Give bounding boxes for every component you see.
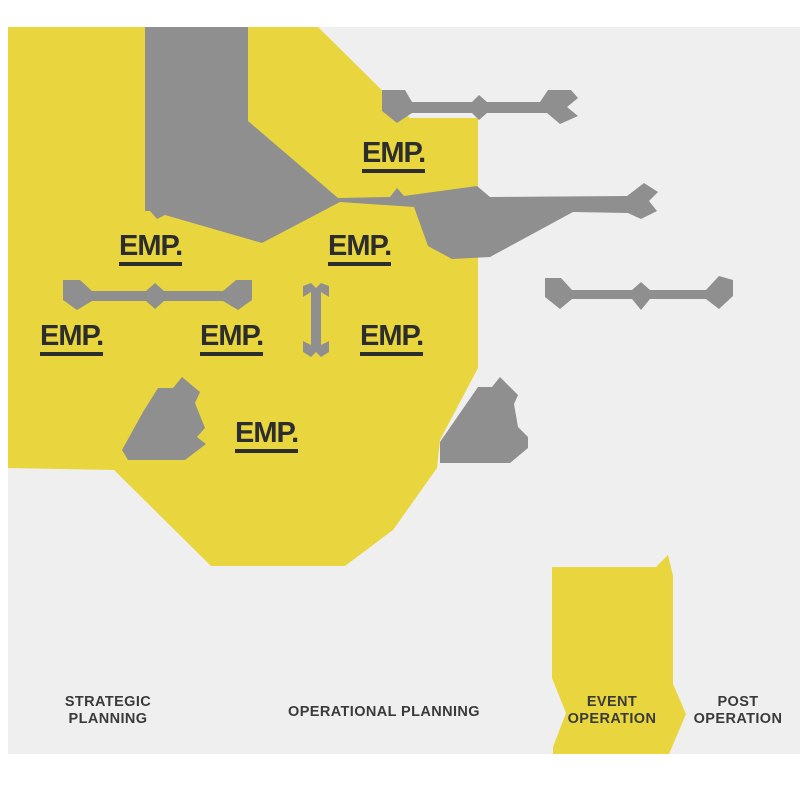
emp-wordmark: EMP. <box>362 139 426 173</box>
phase-label-strategic-planning: STRATEGIC PLANNING <box>28 694 188 727</box>
timeline-arrow-top <box>382 90 578 124</box>
phase-label-post-operation: POST OPERATION <box>682 694 794 727</box>
phase-label-operational-planning: OPERATIONAL PLANNING <box>264 704 504 721</box>
emp-wordmark: EMP. <box>328 232 392 266</box>
event-operation-band <box>552 555 686 754</box>
double-arrow-horizontal <box>63 280 252 310</box>
emp-wordmark: EMP. <box>360 322 424 356</box>
emp-wordmark: EMP. <box>40 322 104 356</box>
double-arrow-vertical <box>303 283 329 357</box>
phase-label-line: PLANNING <box>68 710 148 727</box>
phase-label-line: OPERATION <box>693 710 783 727</box>
emp-wordmark: EMP. <box>235 419 299 453</box>
phase-label-line: OPERATION <box>567 710 657 727</box>
timeline-arrow-bottom <box>545 276 733 310</box>
gray-blob-right <box>440 377 528 463</box>
phase-label-line: STRATEGIC <box>64 694 152 710</box>
gray-blob-left <box>122 377 206 460</box>
flow-band-main-arrow <box>145 27 658 259</box>
emp-wordmark: EMP. <box>119 232 183 266</box>
phase-label-line: OPERATIONAL PLANNING <box>288 704 480 720</box>
phase-label-line: EVENT <box>586 694 638 710</box>
emp-wordmark: EMP. <box>200 322 264 356</box>
phase-label-line: POST <box>717 694 759 710</box>
phase-label-event-operation: EVENT OPERATION <box>542 694 682 727</box>
